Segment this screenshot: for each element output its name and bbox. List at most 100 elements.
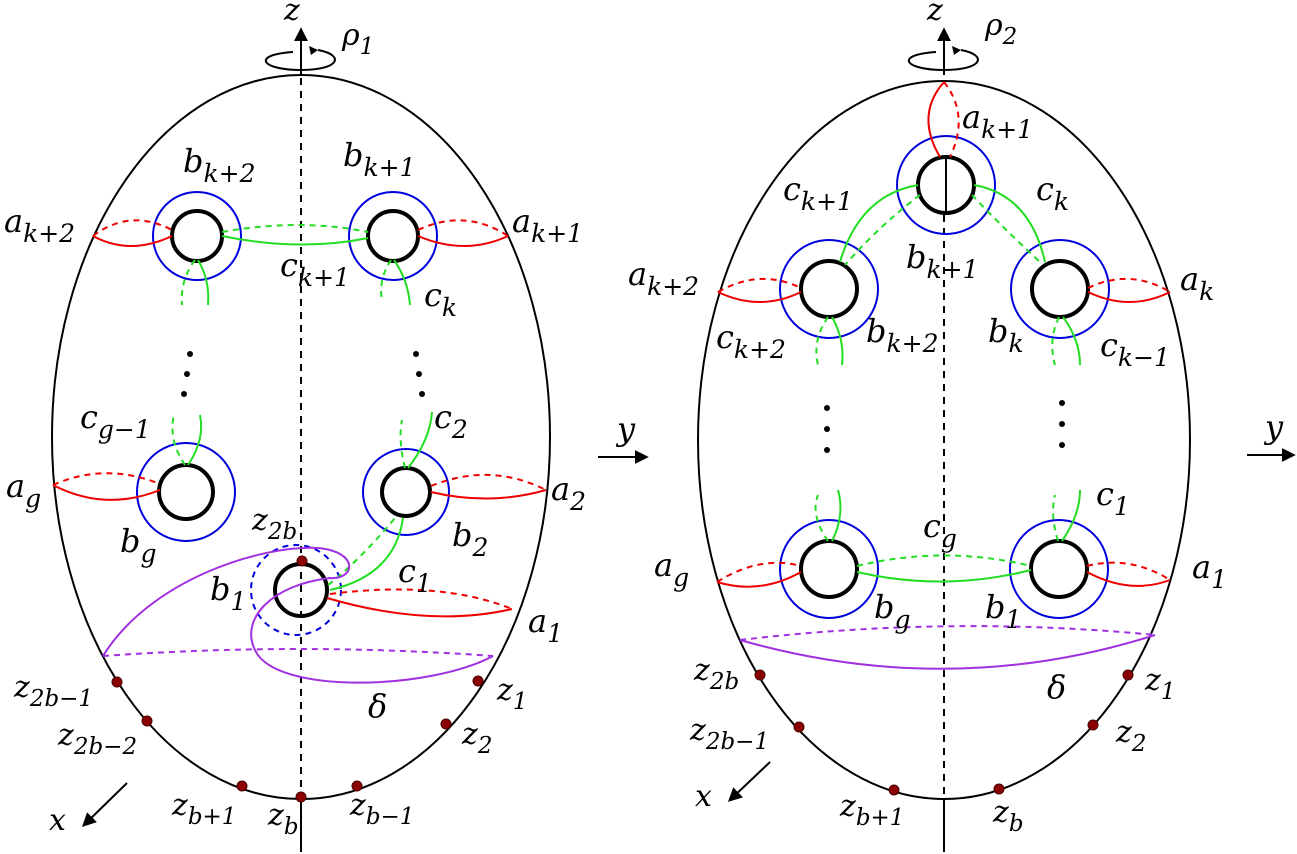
right-c-curve-km1-back [1051, 316, 1060, 366]
label-left-x_label: x [49, 803, 66, 838]
label-right-x_label: x [695, 779, 712, 814]
label-left-points-z_2bm2: z2b−2 [57, 718, 137, 760]
left-ellipsis-dot [184, 371, 190, 377]
label-subscript: b+1 [188, 804, 237, 830]
left-b-curve-g [136, 442, 236, 542]
label-base: a [528, 602, 547, 640]
label-base: δ [1047, 668, 1066, 706]
right-point-zb [993, 783, 1005, 795]
label-base: c [434, 398, 452, 436]
label-subscript: k [1199, 277, 1214, 306]
right-delta-curve [739, 634, 1156, 670]
label-subscript: b [1009, 811, 1024, 837]
label-right-points-z_bp1: zb+1 [839, 789, 904, 831]
label-subscript: 1 [230, 587, 246, 616]
label-right-curves-a_kp1: ak+1 [962, 98, 1033, 144]
label-base: z [1144, 663, 1161, 698]
label-subscript: k−1 [1118, 343, 1170, 372]
label-subscript: 1 [513, 689, 528, 715]
label-subscript: 2b−1 [705, 729, 769, 755]
label-base: a [962, 98, 981, 136]
label-subscript: k+1 [801, 187, 853, 216]
left-a-curve-kp2 [92, 235, 173, 247]
label-right-curves-c_g: cg [923, 507, 957, 553]
label-base: b [452, 516, 472, 554]
right-hole-g [799, 539, 859, 599]
right-point-zbp1 [888, 784, 900, 796]
label-base: b [866, 312, 886, 350]
label-base: a [4, 202, 23, 240]
label-subscript: 1 [416, 569, 432, 598]
label-subscript: k+2 [203, 159, 255, 188]
label-right-points-z_2bm1: z2b−1 [689, 713, 769, 755]
left-x-axis-arrow [81, 782, 128, 827]
label-left-points-z_1: z1 [496, 673, 527, 715]
left-green-stub-1 [197, 259, 210, 306]
left-point-zbm1 [351, 780, 363, 792]
right-green-stub-g-back [814, 494, 829, 542]
left-a-curve-1-back [329, 588, 513, 610]
label-left-curves-c_1: c1 [398, 552, 432, 598]
label-base: b [120, 522, 140, 560]
label-base: z [992, 795, 1009, 830]
left-ellipsis-dot [416, 371, 422, 377]
label-right-curves-c_kp2: ck+2 [716, 318, 786, 364]
label-subscript: g [140, 539, 156, 568]
label-base: a [1192, 548, 1211, 586]
left-point-z2bm2 [141, 715, 153, 727]
label-left-curves-c_kp1: ck+1 [280, 246, 350, 292]
label-base: c [923, 507, 941, 545]
label-subscript: 1 [1161, 679, 1176, 705]
left-hole-kp2 [170, 209, 224, 263]
right-ellipsis-dot [1059, 400, 1065, 406]
right-ellipsis-dot [1059, 421, 1065, 427]
label-subscript: k+2 [23, 219, 75, 248]
right-b-curve-kp2 [779, 239, 879, 339]
right-c-curve-kp2-back [815, 316, 829, 366]
right-ellipsis-dot [824, 426, 830, 432]
label-left-points-z_bp1: zb+1 [171, 788, 236, 830]
right-hole-kp2 [799, 259, 859, 319]
label-subscript: 2 [1002, 24, 1018, 50]
label-right-curves-a_g: ag [654, 546, 689, 592]
label-base: b [874, 588, 894, 626]
label-left-curves-b_g: bg [120, 522, 157, 568]
left-a-curve-kp1-back [417, 219, 509, 237]
label-subscript: k [442, 293, 457, 322]
label-left-points-z_2: z2 [461, 717, 492, 759]
left-b-curve-1 [250, 544, 342, 636]
label-subscript: k+1 [531, 219, 583, 248]
left-a-curve-1 [326, 597, 513, 618]
label-subscript: g [941, 524, 957, 553]
right-c-curve-1-back [1052, 494, 1059, 542]
label-left-curves-c_k: ck [424, 276, 457, 322]
label-subscript: 1 [1005, 605, 1021, 634]
left-point-z2b [296, 555, 308, 567]
left-c-curve-2 [407, 411, 433, 469]
label-subscript: 2 [1131, 731, 1147, 757]
label-left-points-z_2b: z2b [251, 503, 297, 545]
label-right-curves-c_k: ck [1036, 170, 1069, 216]
label-right-curves-b_g: bg [874, 588, 911, 634]
label-left-y_label: y [615, 410, 636, 448]
label-subscript: g [894, 605, 910, 634]
label-left-points-z_2bm1: z2b−1 [13, 670, 93, 712]
right-c-curve-kp2 [831, 316, 844, 366]
label-base: ρ [341, 18, 360, 53]
label-subscript: b−1 [366, 804, 415, 830]
label-base: z [1115, 715, 1132, 750]
label-subscript: k+1 [981, 115, 1033, 144]
label-base: b [906, 238, 926, 276]
label-base: z [839, 789, 856, 824]
right-surface [697, 27, 1191, 852]
right-point-z2bm1 [793, 721, 805, 733]
label-base: b [985, 588, 1005, 626]
left-c-curve-1 [329, 517, 404, 591]
right-green-stub-g [831, 489, 842, 542]
label-base: b [343, 136, 363, 174]
left-a-curve-g [52, 484, 161, 501]
label-left-rotation_label: ρ1 [341, 18, 374, 60]
right-x-axis-arrow [727, 761, 771, 802]
right-ellipsis-dot [1059, 442, 1065, 448]
